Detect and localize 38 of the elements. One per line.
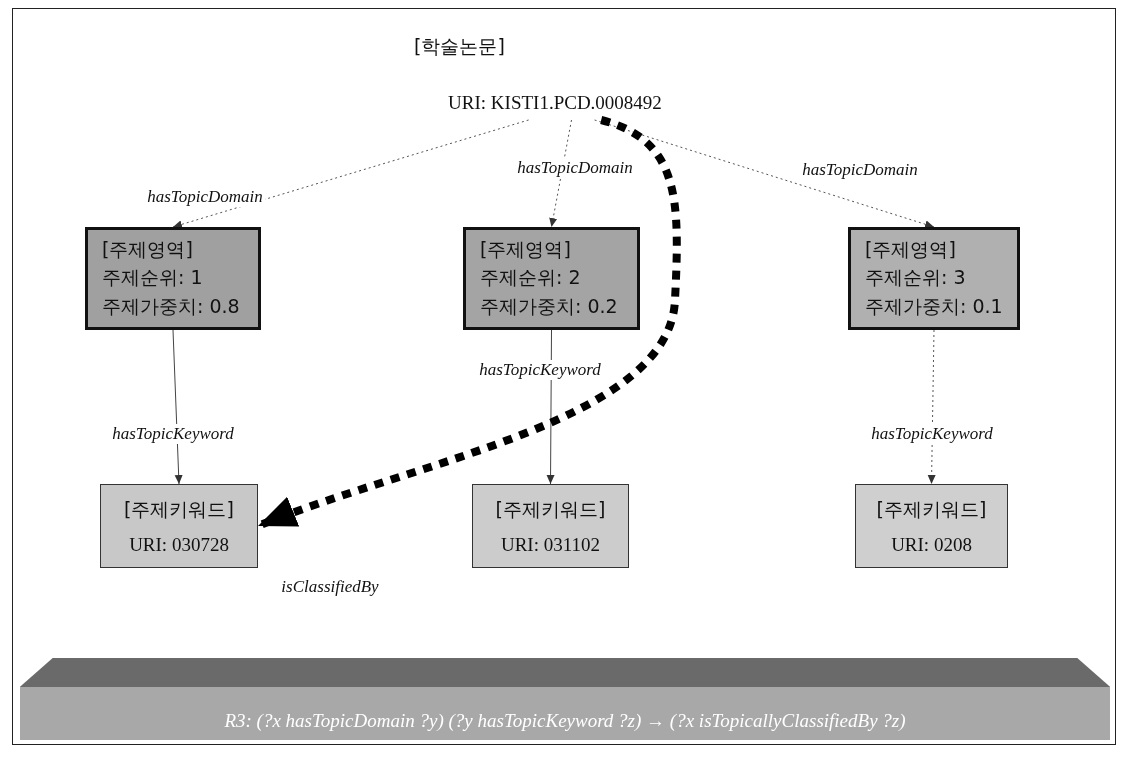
edge-label: hasTopicDomain xyxy=(515,158,635,178)
weight-label: 주제가중치: 0.2 xyxy=(480,293,618,319)
rank-label: 주제순위: 3 xyxy=(865,265,966,291)
rule-banner xyxy=(20,658,1110,740)
edge-label: hasTopicKeyword xyxy=(869,424,995,444)
topic-keyword-box xyxy=(855,484,1008,568)
edge-label: isClassifiedBy xyxy=(279,577,381,597)
uri-label: URI: 0208 xyxy=(891,533,972,556)
heading-label: [주제키워드] xyxy=(876,496,987,522)
heading-label: [주제영역] xyxy=(865,237,956,263)
topic-keyword-box xyxy=(100,484,258,568)
rank-label: 주제순위: 2 xyxy=(480,265,581,291)
arrow xyxy=(927,329,936,485)
uri-label: URI: 030728 xyxy=(129,533,229,556)
edge-label: hasTopicDomain xyxy=(800,160,920,180)
arrow xyxy=(172,119,530,229)
arrow xyxy=(549,119,572,228)
topic-domain-box xyxy=(848,227,1020,330)
heading-label: [주제영역] xyxy=(102,237,193,263)
arrow xyxy=(594,119,935,229)
edge-label: hasTopicKeyword xyxy=(110,424,236,444)
heading-label: [주제영역] xyxy=(480,237,571,263)
arrow xyxy=(172,329,183,485)
topic-domain-box xyxy=(85,227,261,330)
edge-label: hasTopicDomain xyxy=(145,187,265,207)
uri-label: URI: 031102 xyxy=(500,533,600,556)
rule-text: R3: (?x hasTopicDomain ?y) (?y hasTopicKeyword ?z) → (?x isTopicallyClassifiedBy ?z) xyxy=(224,710,906,732)
topic-keyword-box xyxy=(472,484,629,568)
weight-label: 주제가중치: 0.8 xyxy=(102,293,240,319)
weight-label: 주제가중치: 0.1 xyxy=(865,293,1003,319)
rank-label: 주제순위: 1 xyxy=(102,265,203,291)
heading-label: [학술논문] xyxy=(414,34,505,59)
edge-label: hasTopicKeyword xyxy=(477,360,603,380)
heading-label: [주제키워드] xyxy=(124,496,234,522)
topic-domain-box xyxy=(463,227,640,330)
uri-label: URI: KISTI1.PCD.0008492 xyxy=(448,92,662,114)
heading-label: [주제키워드] xyxy=(495,496,606,522)
arrow xyxy=(256,116,681,530)
